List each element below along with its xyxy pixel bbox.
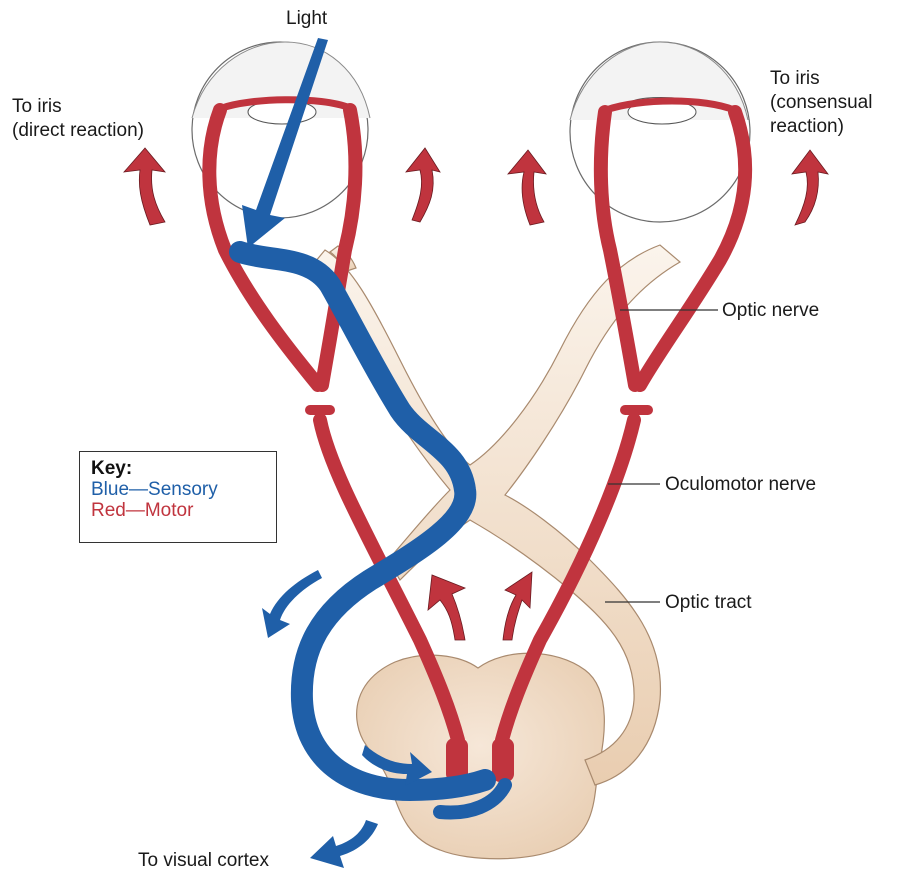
midbrain — [357, 653, 605, 859]
label-optic-tract: Optic tract — [665, 592, 752, 613]
label-to-iris-left: To iris — [12, 96, 62, 117]
arrow-midbrain-up-1 — [428, 575, 465, 640]
arrow-midbrain-up-2 — [503, 572, 532, 640]
legend-key: Key: Blue—Sensory Red—Motor — [79, 451, 277, 543]
label-direct-reaction: (direct reaction) — [12, 120, 144, 141]
motor-arrows — [124, 148, 828, 640]
label-optic-nerve: Optic nerve — [722, 300, 819, 321]
arrow-to-visual-cortex — [310, 820, 378, 868]
arrow-to-iris-left-2 — [406, 148, 440, 222]
label-reaction: reaction) — [770, 116, 844, 137]
label-light: Light — [286, 8, 328, 29]
key-sensory: Blue—Sensory — [91, 479, 276, 500]
label-to-iris-right: To iris — [770, 68, 820, 89]
key-motor: Red—Motor — [91, 500, 276, 521]
label-consensual: (consensual — [770, 92, 872, 113]
label-oculomotor-nerve: Oculomotor nerve — [665, 474, 816, 495]
arrow-to-iris-left-1 — [124, 148, 165, 225]
key-title: Key: — [91, 458, 276, 479]
label-visual-cortex: To visual cortex — [138, 850, 269, 871]
arrow-to-iris-right-1 — [508, 150, 546, 225]
arrow-to-iris-right-2 — [792, 150, 828, 225]
